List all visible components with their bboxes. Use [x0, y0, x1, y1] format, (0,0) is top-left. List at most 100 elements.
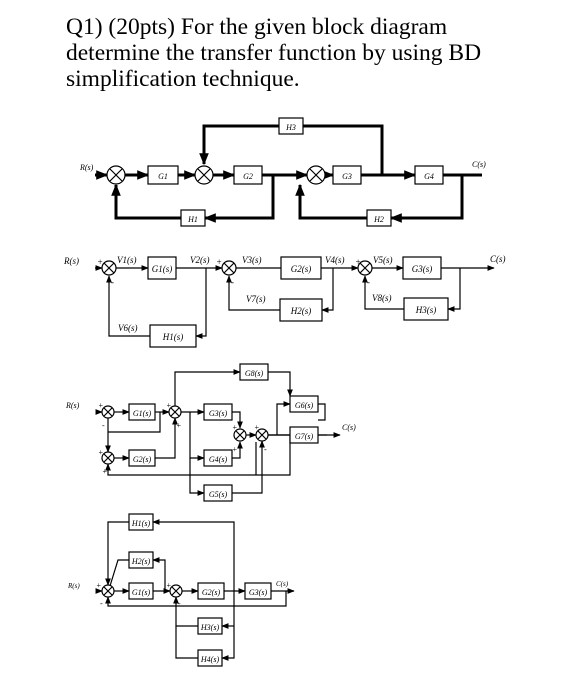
d3-label-g7: G7(s) — [295, 432, 314, 441]
d2-sign-5: + — [355, 257, 361, 267]
d3-label-g5: G5(s) — [209, 490, 228, 499]
diagram-2: G1(s) G2(s) G3(s) H1(s) H2(s) H3(s) R(s)… — [63, 254, 506, 348]
d4-sign-3: + — [166, 581, 171, 590]
question-line-1: Q1) (20pts) For the given block diagram — [66, 14, 448, 40]
d4-label-h3: H3(s) — [200, 623, 220, 632]
d4-block-h3 — [197, 617, 223, 635]
d3-sign-4: + — [176, 421, 181, 430]
d1-sum-junction-2 — [194, 165, 214, 185]
d2-label-h2: H2(s) — [290, 306, 312, 316]
d2-signal-v1: V1(s) — [117, 255, 137, 265]
d3-block-g4 — [203, 449, 233, 467]
d3-sign-7: + — [232, 423, 237, 432]
d2-signal-v5: V5(s) — [373, 255, 393, 265]
d2-signal-v3: V3(s) — [242, 255, 262, 265]
d3-input-label: R(s) — [65, 401, 80, 410]
d4-block-g3 — [244, 582, 272, 600]
d3-label-g2: G2(s) — [133, 455, 152, 464]
d2-sum-junction-2 — [221, 260, 237, 276]
d3-block-g6 — [289, 395, 319, 413]
d3-label-g1: G1(s) — [133, 409, 152, 418]
d3-sign-6: + — [102, 467, 107, 476]
d3-sign-8: + — [232, 445, 237, 454]
d2-input-label: R(s) — [63, 256, 79, 266]
d1-label-h3: H3 — [285, 123, 296, 132]
d3-sum-junction-5 — [255, 428, 269, 442]
d1-sum-junction-1 — [106, 165, 126, 185]
d3-block-g3 — [203, 403, 233, 421]
d3-label-g8: G8(s) — [245, 369, 264, 378]
d4-label-h2: H2(s) — [131, 557, 151, 566]
d2-block-h2 — [279, 298, 323, 322]
question-line-3: simplification technique. — [66, 66, 300, 92]
d1-label-h2: H2 — [373, 215, 384, 224]
d4-output-label: C(s) — [276, 580, 289, 588]
d2-signal-v6: V6(s) — [118, 323, 138, 333]
d4-sum-junction-1 — [101, 584, 115, 598]
diagram-3: G1(s) G2(s) G3(s) G4(s) G5(s) G6(s) G7(s… — [65, 363, 356, 502]
d2-sum-junction-3 — [357, 260, 373, 276]
d4-block-h2 — [128, 551, 154, 569]
d1-label-g3: G3 — [342, 172, 352, 181]
d1-block-g3 — [332, 165, 362, 185]
d3-sign-10: - — [264, 445, 267, 454]
d2-signal-v8: V8(s) — [372, 293, 392, 303]
d1-block-h3 — [278, 117, 304, 135]
d1-block-g1 — [147, 165, 179, 185]
d1-input-label: R(s) — [79, 163, 94, 172]
d1-block-g2 — [233, 165, 263, 185]
d2-label-g2: G2(s) — [291, 264, 312, 274]
d4-label-g1: G1(s) — [132, 588, 151, 597]
d3-sign-3: + — [166, 401, 171, 410]
d2-label-g3: G3(s) — [412, 264, 433, 274]
d3-block-g8 — [239, 363, 269, 381]
d4-block-h4 — [197, 649, 223, 667]
d3-block-g7 — [289, 426, 319, 444]
d3-sum-junction-4 — [233, 428, 247, 442]
d3-sum-junction-1 — [101, 405, 115, 419]
d2-signal-v7: V7(s) — [246, 294, 266, 304]
d4-label-g2: G2(s) — [202, 588, 221, 597]
question-line-2: determine the transfer function by using… — [66, 40, 482, 66]
d3-output-label: C(s) — [342, 423, 356, 432]
d1-label-g1: G1 — [158, 172, 168, 181]
d3-label-g3: G3(s) — [209, 409, 228, 418]
d2-label-g1: G1(s) — [152, 264, 173, 274]
d4-sign-4: - — [178, 599, 181, 608]
d2-sign-3: + — [216, 257, 222, 267]
d2-signal-v2: V2(s) — [190, 255, 210, 265]
d3-block-g2 — [128, 449, 156, 467]
d4-block-g2 — [197, 582, 225, 600]
d2-sign-2: - — [111, 277, 114, 287]
d2-label-h3: H3(s) — [415, 305, 437, 315]
question-text: Q1) (20pts) For the given block diagram … — [66, 14, 546, 92]
d3-sum-junction-3 — [101, 451, 115, 465]
d4-block-h1 — [128, 513, 154, 531]
d2-label-h1: H1(s) — [162, 332, 184, 342]
d4-label-h1: H1(s) — [131, 519, 151, 528]
d2-block-h1 — [149, 324, 197, 348]
d3-block-g5 — [203, 484, 233, 502]
d3-sign-5: + — [98, 448, 103, 457]
d3-label-g6: G6(s) — [295, 401, 314, 410]
d3-sign-2: - — [102, 421, 105, 430]
d1-label-g2: G2 — [243, 172, 253, 181]
d1-block-h2 — [366, 209, 392, 227]
d4-label-g3: G3(s) — [249, 588, 268, 597]
d1-block-g4 — [414, 165, 444, 185]
d3-sign-1: + — [98, 401, 103, 410]
d2-block-g2 — [280, 256, 322, 280]
d1-label-h1: H1 — [187, 215, 198, 224]
d2-sign-1: + — [97, 257, 103, 267]
d4-label-h4: H4(s) — [200, 655, 220, 664]
d1-output-label: C(s) — [472, 160, 486, 169]
d1-sum-junction-3 — [306, 165, 326, 185]
d3-sign-9: + — [254, 423, 259, 432]
d2-sign-6: - — [367, 277, 370, 287]
d3-block-g1 — [128, 403, 156, 421]
d2-block-g1 — [147, 256, 177, 280]
d4-block-g1 — [128, 582, 154, 600]
d2-block-g3 — [402, 256, 442, 280]
diagram-1: G1 G2 G3 G4 H1 H2 H3 R(s) C(s) — [79, 117, 486, 227]
